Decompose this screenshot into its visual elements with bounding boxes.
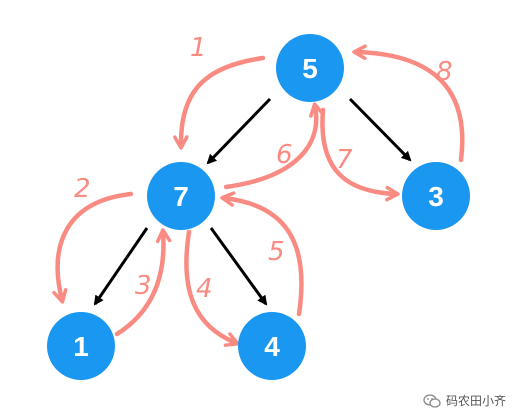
node-7: 7 <box>147 162 215 230</box>
watermark: 码农田小齐 <box>423 392 506 409</box>
step-label-4: 4 <box>196 274 213 304</box>
step-arrow-5 <box>220 191 304 317</box>
node-1: 1 <box>47 312 115 380</box>
node-label-7: 7 <box>173 181 189 212</box>
step-arrow-3 <box>114 228 172 337</box>
step-arrow-8 <box>352 44 465 163</box>
node-5: 5 <box>276 34 344 102</box>
node-4: 4 <box>238 312 306 380</box>
step-label-5: 5 <box>268 237 285 267</box>
step-label-8: 8 <box>436 57 453 87</box>
step-arrow-4 <box>184 229 240 347</box>
step-label-2: 2 <box>74 174 91 204</box>
step-label-3: 3 <box>135 271 152 301</box>
node-label-3: 3 <box>428 181 444 212</box>
step-arrow-1 <box>173 55 266 150</box>
step-label-1: 1 <box>190 33 207 63</box>
watermark-text: 码农田小齐 <box>445 394 506 408</box>
wechat-icon <box>423 393 441 408</box>
step-arrow-6 <box>223 102 325 190</box>
tree-nodes: 5 7 3 1 4 <box>47 34 470 380</box>
node-label-4: 4 <box>264 331 280 362</box>
edge-7-4 <box>209 227 268 306</box>
edge-5-3 <box>348 97 412 162</box>
step-label-7: 7 <box>336 145 353 175</box>
edge-7-1 <box>93 227 149 306</box>
traversal-steps: 1 2 3 4 5 6 7 8 <box>52 33 465 347</box>
step-arrow-2 <box>52 191 134 304</box>
node-label-5: 5 <box>302 53 318 84</box>
step-arrow-7 <box>320 107 400 202</box>
edge-5-7 <box>206 97 272 165</box>
step-label-6: 6 <box>276 140 293 170</box>
tree-edges <box>93 97 412 306</box>
node-3: 3 <box>402 162 470 230</box>
node-label-1: 1 <box>73 331 89 362</box>
